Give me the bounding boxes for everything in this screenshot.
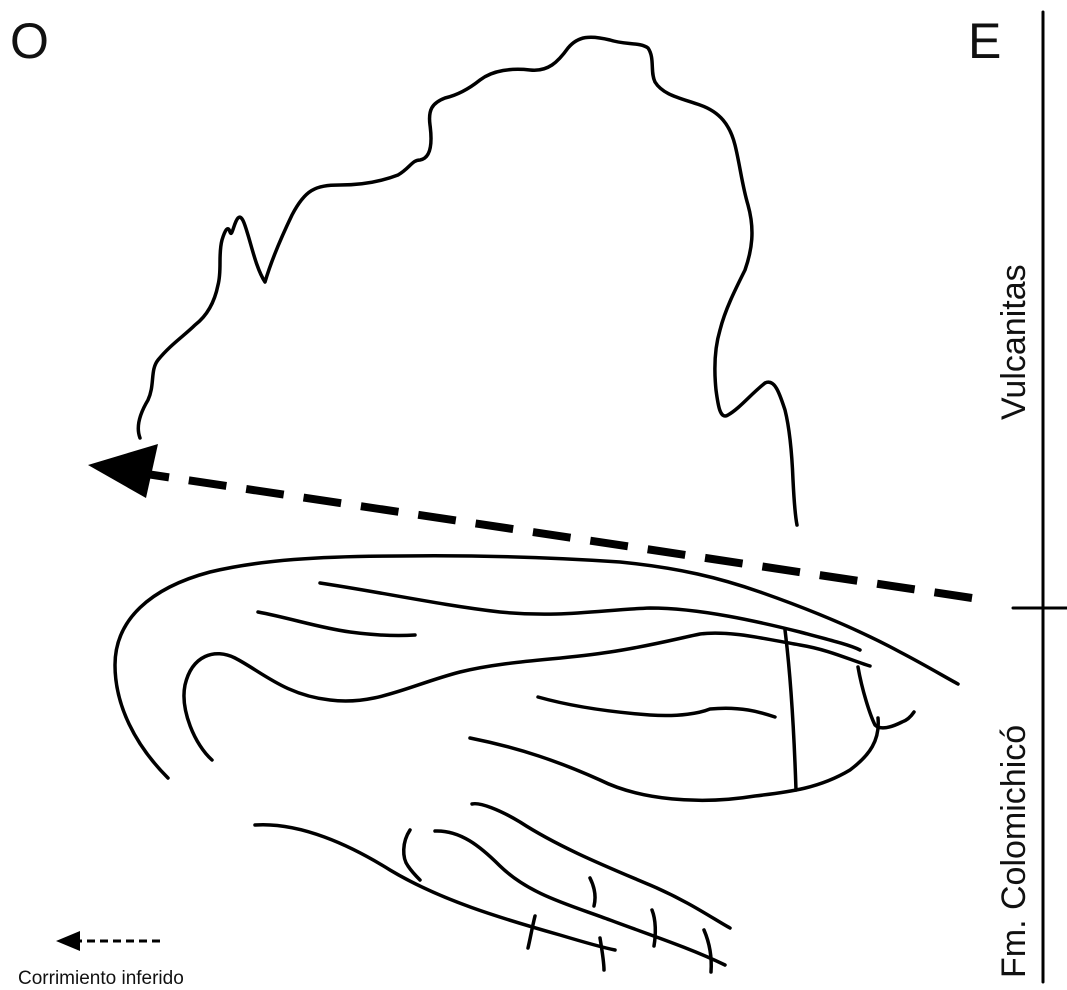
outer-fold-trace xyxy=(115,556,958,778)
thrust-arrowhead xyxy=(88,444,158,498)
legend-label: Corrimiento inferido xyxy=(18,968,184,989)
lower-slice-trace xyxy=(435,831,725,965)
unit-label-vulcanitas: Vulcanitas xyxy=(995,264,1033,420)
lower-slice-trace xyxy=(652,910,655,946)
lower-slice-trace xyxy=(600,938,604,970)
inferred-thrust-line xyxy=(140,473,972,598)
lower-slice-trace xyxy=(590,878,595,906)
inner-fold-trace xyxy=(184,633,870,760)
unit-label-colomichico: Fm. Colomichicó xyxy=(995,725,1033,978)
stratigraphic-column: Vulcanitas Fm. Colomichicó xyxy=(995,12,1067,982)
lower-fold-trace xyxy=(470,718,878,800)
lower-slice-trace xyxy=(704,930,711,972)
legend: Corrimiento inferido xyxy=(18,931,184,989)
legend-arrow-icon xyxy=(56,931,80,951)
lower-slice-trace xyxy=(404,830,420,880)
lower-slice-trace xyxy=(528,916,535,948)
middle-stratum-trace xyxy=(538,697,775,717)
colomichico-strata xyxy=(115,556,958,972)
east-label: E xyxy=(968,13,1001,69)
fault-trace xyxy=(858,667,914,728)
west-label: O xyxy=(10,13,49,69)
fault-trace xyxy=(785,630,796,790)
short-stratum-trace xyxy=(258,612,415,636)
lower-slice-trace xyxy=(472,804,730,928)
volcanic-body-outline xyxy=(138,37,797,525)
